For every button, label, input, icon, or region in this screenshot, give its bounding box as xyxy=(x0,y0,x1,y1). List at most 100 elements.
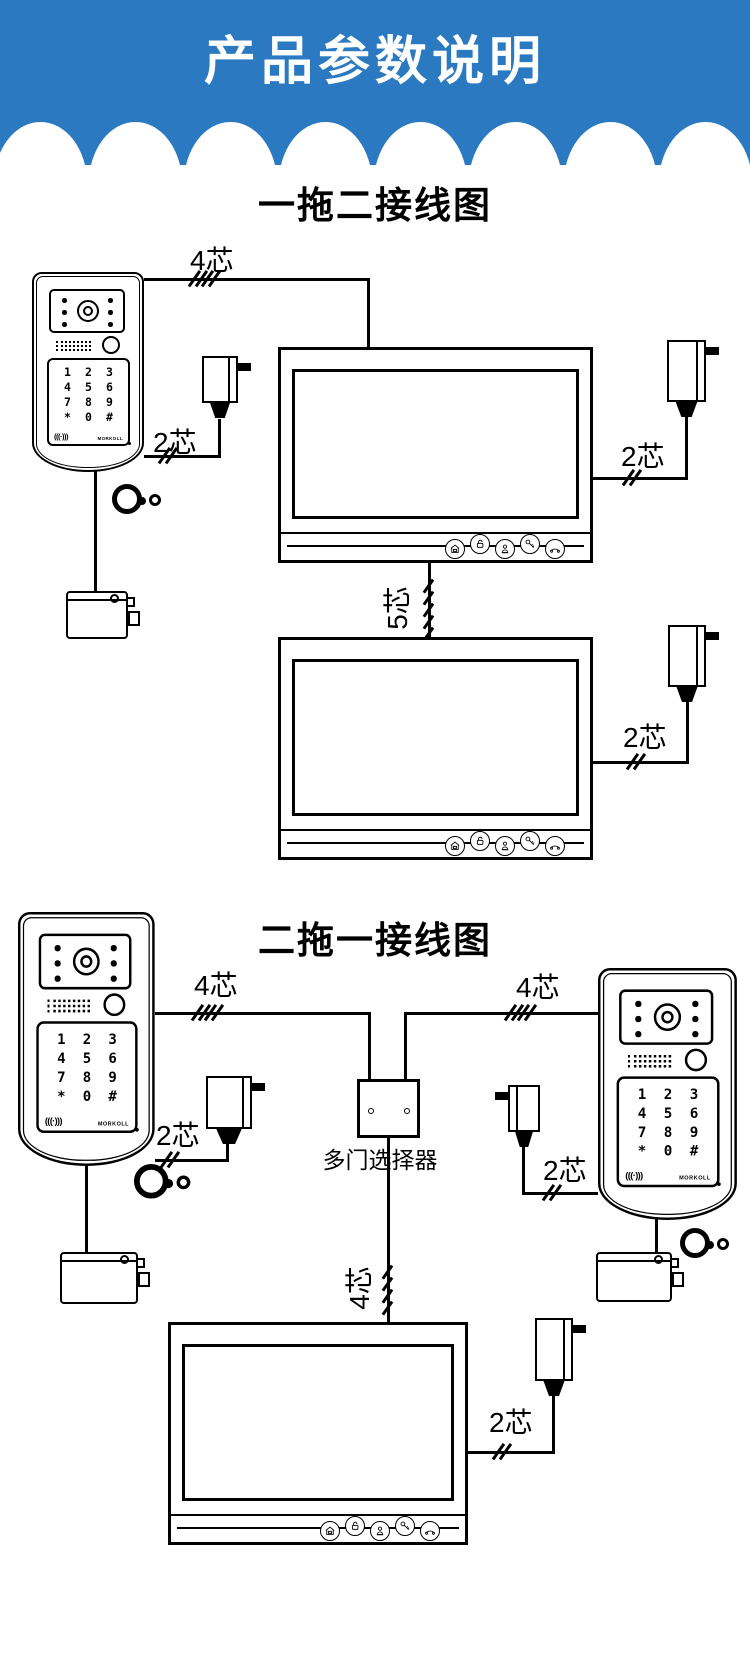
lock-top-line xyxy=(62,1260,136,1262)
adapter-dc-tip xyxy=(210,403,230,418)
button-bar-line xyxy=(177,1527,459,1529)
doorbell-call-button xyxy=(103,993,126,1017)
scallop xyxy=(184,122,277,165)
unlock-icon xyxy=(474,538,486,550)
key-icon xyxy=(524,835,536,847)
btn-key xyxy=(520,831,540,851)
ir-led-dot xyxy=(62,298,67,303)
lock-tab xyxy=(138,1258,145,1268)
key-fob xyxy=(706,1241,714,1249)
indoor-monitor xyxy=(278,347,593,563)
screw-dot xyxy=(368,1108,374,1114)
keypad-key: 8 xyxy=(85,394,92,409)
lock-tab xyxy=(128,597,135,607)
adapter-dc-tip xyxy=(216,1129,242,1144)
lock-top-line xyxy=(68,599,126,601)
adapter-dc-tip xyxy=(675,402,698,417)
scallop xyxy=(659,122,750,165)
speaker-grille xyxy=(56,341,91,353)
brand-label: MORKOLL xyxy=(97,436,123,441)
wire-segment xyxy=(94,466,97,592)
wire-segment xyxy=(368,1012,371,1080)
person-icon xyxy=(499,543,511,555)
electric-lock xyxy=(66,591,140,639)
keypad-key: 0 xyxy=(663,1141,673,1160)
btn-intercom xyxy=(495,539,515,559)
indoor-monitor xyxy=(278,637,593,860)
adapter-plug-prong xyxy=(238,363,251,371)
key-icon xyxy=(399,1520,411,1532)
wire-segment xyxy=(155,1159,229,1162)
wire-segment xyxy=(404,1012,598,1015)
keypad-footer: (((·))) MORKOLL xyxy=(625,1170,711,1181)
btn-monitor xyxy=(445,539,465,559)
section2-title: 二拖一接线图 xyxy=(258,920,492,961)
power-adapter xyxy=(667,340,719,417)
key-fobs xyxy=(134,1164,192,1204)
lock-tab xyxy=(672,1272,684,1287)
phone-icon xyxy=(424,1525,436,1537)
adapter-plug-prong xyxy=(252,1083,265,1091)
keypad-key: 5 xyxy=(82,1049,92,1068)
keypad-key: 6 xyxy=(689,1104,699,1122)
ir-led-dot xyxy=(108,298,113,303)
wire-label: 2芯 xyxy=(623,722,667,753)
keypad-key: 3 xyxy=(689,1085,699,1104)
adapter-plug-prong xyxy=(495,1092,508,1100)
adapter-divider xyxy=(228,356,230,403)
camera-panel xyxy=(49,289,125,333)
ir-led-dot xyxy=(54,975,61,982)
keypad-key: 4 xyxy=(57,1049,66,1068)
wire-segment xyxy=(468,1451,555,1454)
power-adapter xyxy=(668,625,719,702)
ir-led-dot xyxy=(635,1031,641,1037)
adapter-dc-tip xyxy=(514,1132,533,1147)
power-adapter xyxy=(495,1085,540,1132)
ir-led-dot xyxy=(54,945,61,951)
btn-call xyxy=(420,1521,440,1541)
speaker-grille xyxy=(47,999,90,1015)
scallop-decoration xyxy=(0,113,750,165)
wire-label: 4芯 xyxy=(190,245,234,276)
adapter-divider xyxy=(242,1076,244,1129)
camera-lens xyxy=(77,300,99,322)
ir-led-dot xyxy=(108,310,113,315)
keypad-key: 9 xyxy=(106,394,113,409)
section1-title: 一拖二接线图 xyxy=(258,185,492,226)
wire-label: 2芯 xyxy=(153,427,197,458)
wire-segment xyxy=(685,417,688,479)
wire-core-hatch xyxy=(417,578,439,642)
wire-label: 2芯 xyxy=(489,1407,533,1438)
ir-led-dot xyxy=(62,310,67,315)
door-station-inner-outline xyxy=(36,276,140,468)
wire-core-hatch xyxy=(190,1001,224,1023)
lock-tab xyxy=(128,611,140,626)
keypad-key: 2 xyxy=(663,1085,673,1104)
screw-dot xyxy=(128,442,131,445)
keypad-key: * xyxy=(637,1141,647,1160)
wire-segment xyxy=(552,1396,555,1453)
keypad-key: 3 xyxy=(106,365,113,380)
adapter-dc-tip xyxy=(543,1381,565,1396)
screw-dot xyxy=(717,1182,721,1186)
wire-segment xyxy=(85,1162,88,1253)
phone-icon xyxy=(549,840,561,852)
brand-label: MORKOLL xyxy=(97,1120,130,1127)
page-header: 产品参数说明 xyxy=(0,0,750,113)
camera-panel xyxy=(38,933,132,990)
indoor-monitor xyxy=(168,1322,468,1545)
keypad-key: 0 xyxy=(82,1086,92,1105)
wire-label: 4芯 xyxy=(344,1266,375,1310)
btn-key xyxy=(395,1516,415,1536)
monitor-screen xyxy=(182,1344,454,1501)
electric-lock xyxy=(596,1252,684,1302)
adapter-body xyxy=(535,1318,573,1381)
btn-call xyxy=(545,836,565,856)
wire-core-hatch xyxy=(376,1264,398,1316)
adapter-body xyxy=(668,625,706,687)
wire-segment xyxy=(144,455,221,458)
scallop xyxy=(0,122,87,165)
door-station-inner-outline xyxy=(602,973,732,1215)
